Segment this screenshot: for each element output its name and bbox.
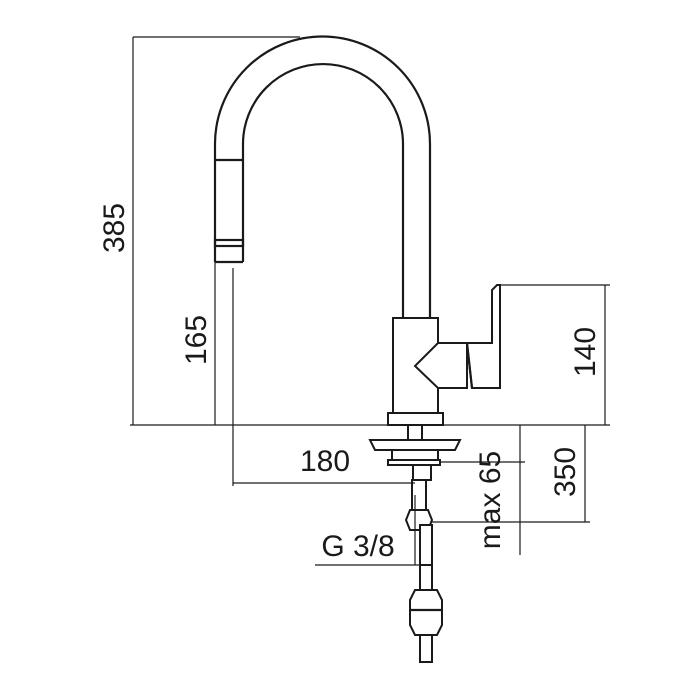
supply-pipe (419, 524, 433, 566)
dim-140: 140 (569, 327, 602, 377)
spout-inner (241, 62, 405, 318)
spout-outline (213, 35, 432, 318)
hose-weight (409, 589, 443, 636)
handle-cartridge (413, 342, 468, 389)
dim-350: 350 (549, 447, 582, 497)
dim-180: 180 (300, 445, 350, 478)
threaded-shank (407, 424, 423, 441)
label-g-3-8: G 3/8 (321, 530, 394, 563)
dim-385: 385 (98, 203, 131, 253)
mounting-nut (391, 449, 439, 461)
base-plate (387, 412, 444, 426)
handle-edge (465, 342, 474, 389)
mounting-flange (368, 439, 462, 451)
handle-lever (465, 284, 501, 389)
supply-fitting (412, 464, 432, 481)
spray-head-ring (213, 238, 245, 248)
hose-end (419, 634, 433, 663)
dim-max-65: max 65 (474, 451, 507, 549)
hose (419, 564, 433, 591)
dim-165: 165 (180, 315, 213, 365)
hose-connector (411, 479, 427, 511)
